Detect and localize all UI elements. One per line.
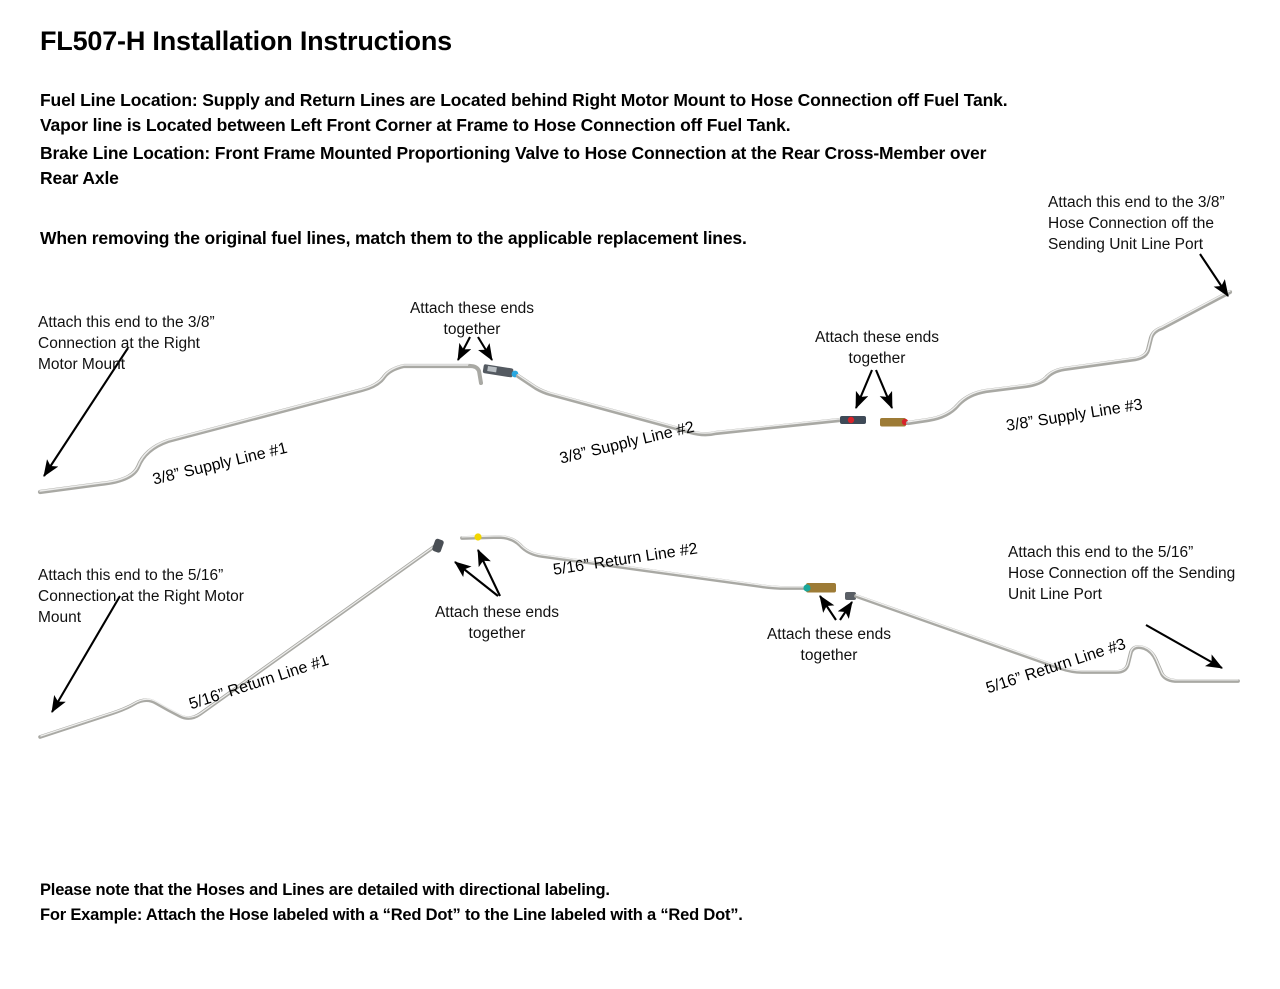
callout-supply-right-end: Attach this end to the 3/8” Hose Connect… bbox=[1048, 194, 1225, 253]
arrow-supply-j1-b bbox=[477, 336, 493, 361]
arrow-supply-right bbox=[1199, 253, 1229, 297]
fitting-return-j1-left bbox=[432, 538, 444, 553]
arrow-return-j1-b bbox=[477, 549, 501, 597]
fitting-supply-j2-right bbox=[880, 418, 906, 427]
callout-return-junction-2: Attach these ends together bbox=[766, 626, 892, 664]
arrow-return-j2-b bbox=[837, 601, 853, 621]
fitting-supply-j2-left bbox=[840, 416, 866, 424]
dot-teal-return-j2 bbox=[803, 584, 811, 592]
intro-line-4: Rear Axle bbox=[40, 168, 119, 188]
label-return-line-2: 5/16” Return Line #2 bbox=[552, 540, 699, 579]
intro-line-2: Vapor line is Located between Left Front… bbox=[40, 115, 791, 135]
intro-line-3: Brake Line Location: Front Frame Mounted… bbox=[40, 143, 987, 163]
arrow-supply-j2-b bbox=[875, 369, 893, 409]
footer-line-2: For Example: Attach the Hose labeled wit… bbox=[40, 906, 743, 924]
label-supply-line-3: 3/8” Supply Line #3 bbox=[1005, 396, 1144, 435]
fitting-supply-j1 bbox=[482, 364, 514, 378]
dot-yellow-return-j1 bbox=[474, 533, 482, 541]
arrow-supply-j2-a bbox=[855, 369, 873, 409]
intro-line-1: Fuel Line Location: Supply and Return Li… bbox=[40, 90, 1008, 110]
arrow-return-j1-a bbox=[454, 561, 499, 597]
dot-red-supply-j2-right bbox=[901, 418, 909, 426]
supply-line-1 bbox=[37, 363, 483, 495]
arrow-supply-j1-a bbox=[457, 336, 472, 361]
fitting-return-j2-right bbox=[845, 592, 856, 600]
page-title: FL507-H Installation Instructions bbox=[40, 26, 452, 56]
callout-supply-left-end: Attach this end to the 3/8” Connection a… bbox=[38, 314, 215, 373]
label-supply-line-2: 3/8” Supply Line #2 bbox=[558, 418, 697, 468]
callout-return-junction-1: Attach these ends together bbox=[434, 604, 560, 642]
footer-line-1: Please note that the Hoses and Lines are… bbox=[40, 881, 610, 899]
arrow-return-j2-a bbox=[819, 595, 837, 621]
callout-return-right-end: Attach this end to the 5/16” Hose Connec… bbox=[1008, 544, 1236, 603]
callout-supply-junction-1: Attach these ends together bbox=[409, 300, 535, 338]
dot-red-supply-j2-left bbox=[847, 416, 855, 424]
arrow-return-right bbox=[1145, 624, 1223, 669]
label-supply-line-1: 3/8” Supply Line #1 bbox=[151, 439, 290, 489]
label-return-line-3: 5/16” Return Line #3 bbox=[984, 635, 1128, 698]
label-return-line-1: 5/16” Return Line #1 bbox=[187, 651, 331, 714]
callout-return-left-end: Attach this end to the 5/16” Connection … bbox=[38, 567, 244, 626]
emphasis-instruction: When removing the original fuel lines, m… bbox=[40, 228, 747, 248]
dot-blue-supply-j1 bbox=[511, 370, 519, 378]
callout-supply-junction-2: Attach these ends together bbox=[814, 329, 940, 367]
fitting-return-j2-left bbox=[806, 583, 836, 593]
